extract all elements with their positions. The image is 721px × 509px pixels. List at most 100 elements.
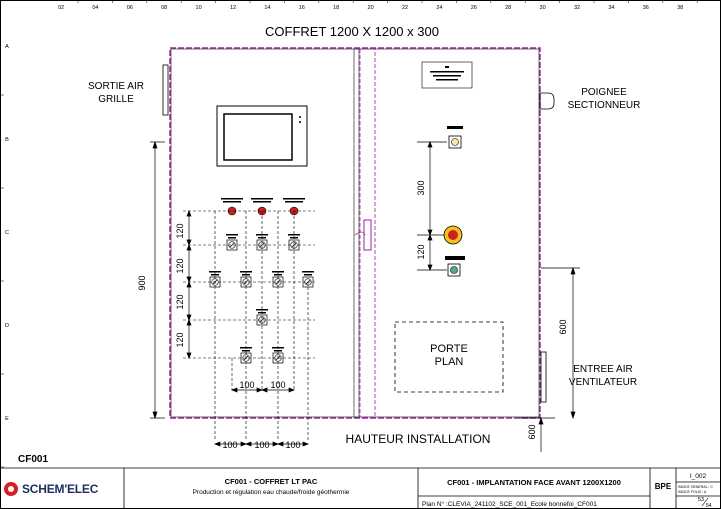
device-label-line xyxy=(226,234,238,236)
ventilateur-label: VENTILATEUR xyxy=(569,377,637,388)
plan-number: Plan N° :CLEVIA_241102_SCE_001_Ecole bon… xyxy=(422,500,597,508)
dim-100-a: 100 xyxy=(239,380,254,390)
column-tick: 20 xyxy=(368,5,374,11)
device-label-line xyxy=(288,234,300,236)
dim-120-right: 120 xyxy=(416,244,426,259)
selector-switch xyxy=(256,314,268,326)
document-holder xyxy=(394,321,504,393)
label-plate-text xyxy=(430,66,464,81)
enclosure-outline xyxy=(169,47,541,419)
device-label-line xyxy=(242,274,250,276)
bottom-col-dims xyxy=(214,387,309,447)
logo-icon xyxy=(4,482,18,496)
company-name: SCHEM'ELEC xyxy=(22,482,99,496)
device-label-line xyxy=(285,201,303,203)
device-label-line xyxy=(302,271,314,273)
column-tick: 08 xyxy=(161,5,167,11)
folio-general: INDICE GENERAL : C xyxy=(678,485,713,489)
right-indicator-top xyxy=(447,126,463,149)
right-indicator-bottom xyxy=(445,256,465,277)
isolator-handle xyxy=(539,92,555,110)
column-tick: 02 xyxy=(58,5,64,11)
dim-100-d: 100 xyxy=(254,440,269,450)
selector-switch xyxy=(226,239,238,251)
title-block xyxy=(0,467,721,509)
row-tick: D xyxy=(5,323,9,329)
row-tick: E xyxy=(5,416,9,422)
column-tick: 30 xyxy=(540,5,546,11)
hmi-panel xyxy=(216,105,308,167)
device-label-line xyxy=(211,274,219,276)
project-subtitle: Production et régulation eau chaude/froi… xyxy=(193,489,350,496)
column-tick: 12 xyxy=(230,5,236,11)
column-tick: 36 xyxy=(643,5,649,11)
revision: I_002 xyxy=(690,473,707,480)
device-label-line xyxy=(256,309,268,311)
air-outlet-grille xyxy=(162,64,169,116)
page-number: 53 xyxy=(698,497,704,503)
hmi-screen xyxy=(223,113,293,161)
row-tick: B xyxy=(5,137,9,143)
column-tick: 22 xyxy=(402,5,408,11)
install-height-dim xyxy=(520,416,555,452)
porte-label: PORTE xyxy=(430,343,468,355)
sortie-air-label: SORTIE AIR xyxy=(88,81,144,92)
column-tick: 04 xyxy=(92,5,98,11)
device-label-line xyxy=(256,234,268,236)
entree-air-label: ENTREE AIR xyxy=(573,364,632,375)
emergency-stop-button xyxy=(443,225,463,245)
device-label-line xyxy=(221,198,243,200)
folio-indice: INDICE FOLIO : A xyxy=(678,490,707,494)
drawing-title: COFFRET 1200 X 1200 x 300 xyxy=(265,24,439,39)
column-tick: 14 xyxy=(264,5,270,11)
hauteur-installation-label: HAUTEUR INSTALLATION xyxy=(346,432,491,446)
enclosure-inner xyxy=(170,48,540,418)
door-edge xyxy=(359,48,376,418)
selector-pointer xyxy=(229,242,235,248)
column-tick: 28 xyxy=(505,5,511,11)
selector-switch xyxy=(256,239,268,251)
poignee-label: POIGNEE xyxy=(581,87,627,98)
device-label-line xyxy=(251,198,273,200)
drawing-id: CF001 xyxy=(18,454,48,465)
dim-600-right: 600 xyxy=(558,319,568,334)
fan-600-dim xyxy=(541,266,580,420)
sheet-title: CF001 - IMPLANTATION FACE AVANT 1200X120… xyxy=(447,478,621,487)
page-total: 54 xyxy=(706,503,712,509)
row-tick: C xyxy=(5,230,9,236)
height-900-dim xyxy=(150,140,165,420)
grille-label: GRILLE xyxy=(98,94,134,105)
left-row-dims xyxy=(186,210,192,359)
column-tick: 24 xyxy=(436,5,442,11)
dim-120-c: 120 xyxy=(175,294,185,309)
column-tick: 18 xyxy=(333,5,339,11)
column-tick: 10 xyxy=(196,5,202,11)
column-tick: 16 xyxy=(299,5,305,11)
device-label-line xyxy=(283,198,305,200)
device-label-line xyxy=(274,350,282,352)
dim-900: 900 xyxy=(137,275,147,290)
device-label-line xyxy=(228,237,236,239)
right-label-plate xyxy=(421,61,473,89)
column-tick: 34 xyxy=(608,5,614,11)
column-tick: 06 xyxy=(127,5,133,11)
plan-label: PLAN xyxy=(435,356,464,368)
project-title: CF001 - COFFRET LT PAC xyxy=(225,477,318,486)
dim-120-b: 120 xyxy=(175,258,185,273)
dim-120-d: 120 xyxy=(175,332,185,347)
right-dims xyxy=(417,141,447,271)
company-logo: SCHEM'ELEC xyxy=(4,478,124,500)
device-label-line xyxy=(223,201,241,203)
dim-600-bottom: 600 xyxy=(527,424,537,439)
dim-120-a: 120 xyxy=(175,223,185,238)
dim-100-c: 100 xyxy=(222,440,237,450)
column-tick: 26 xyxy=(471,5,477,11)
selector-pointer xyxy=(259,242,265,248)
left-door-devices xyxy=(209,198,314,364)
device-label-line xyxy=(242,350,250,352)
dim-100-e: 100 xyxy=(285,440,300,450)
device-label-line xyxy=(304,274,312,276)
